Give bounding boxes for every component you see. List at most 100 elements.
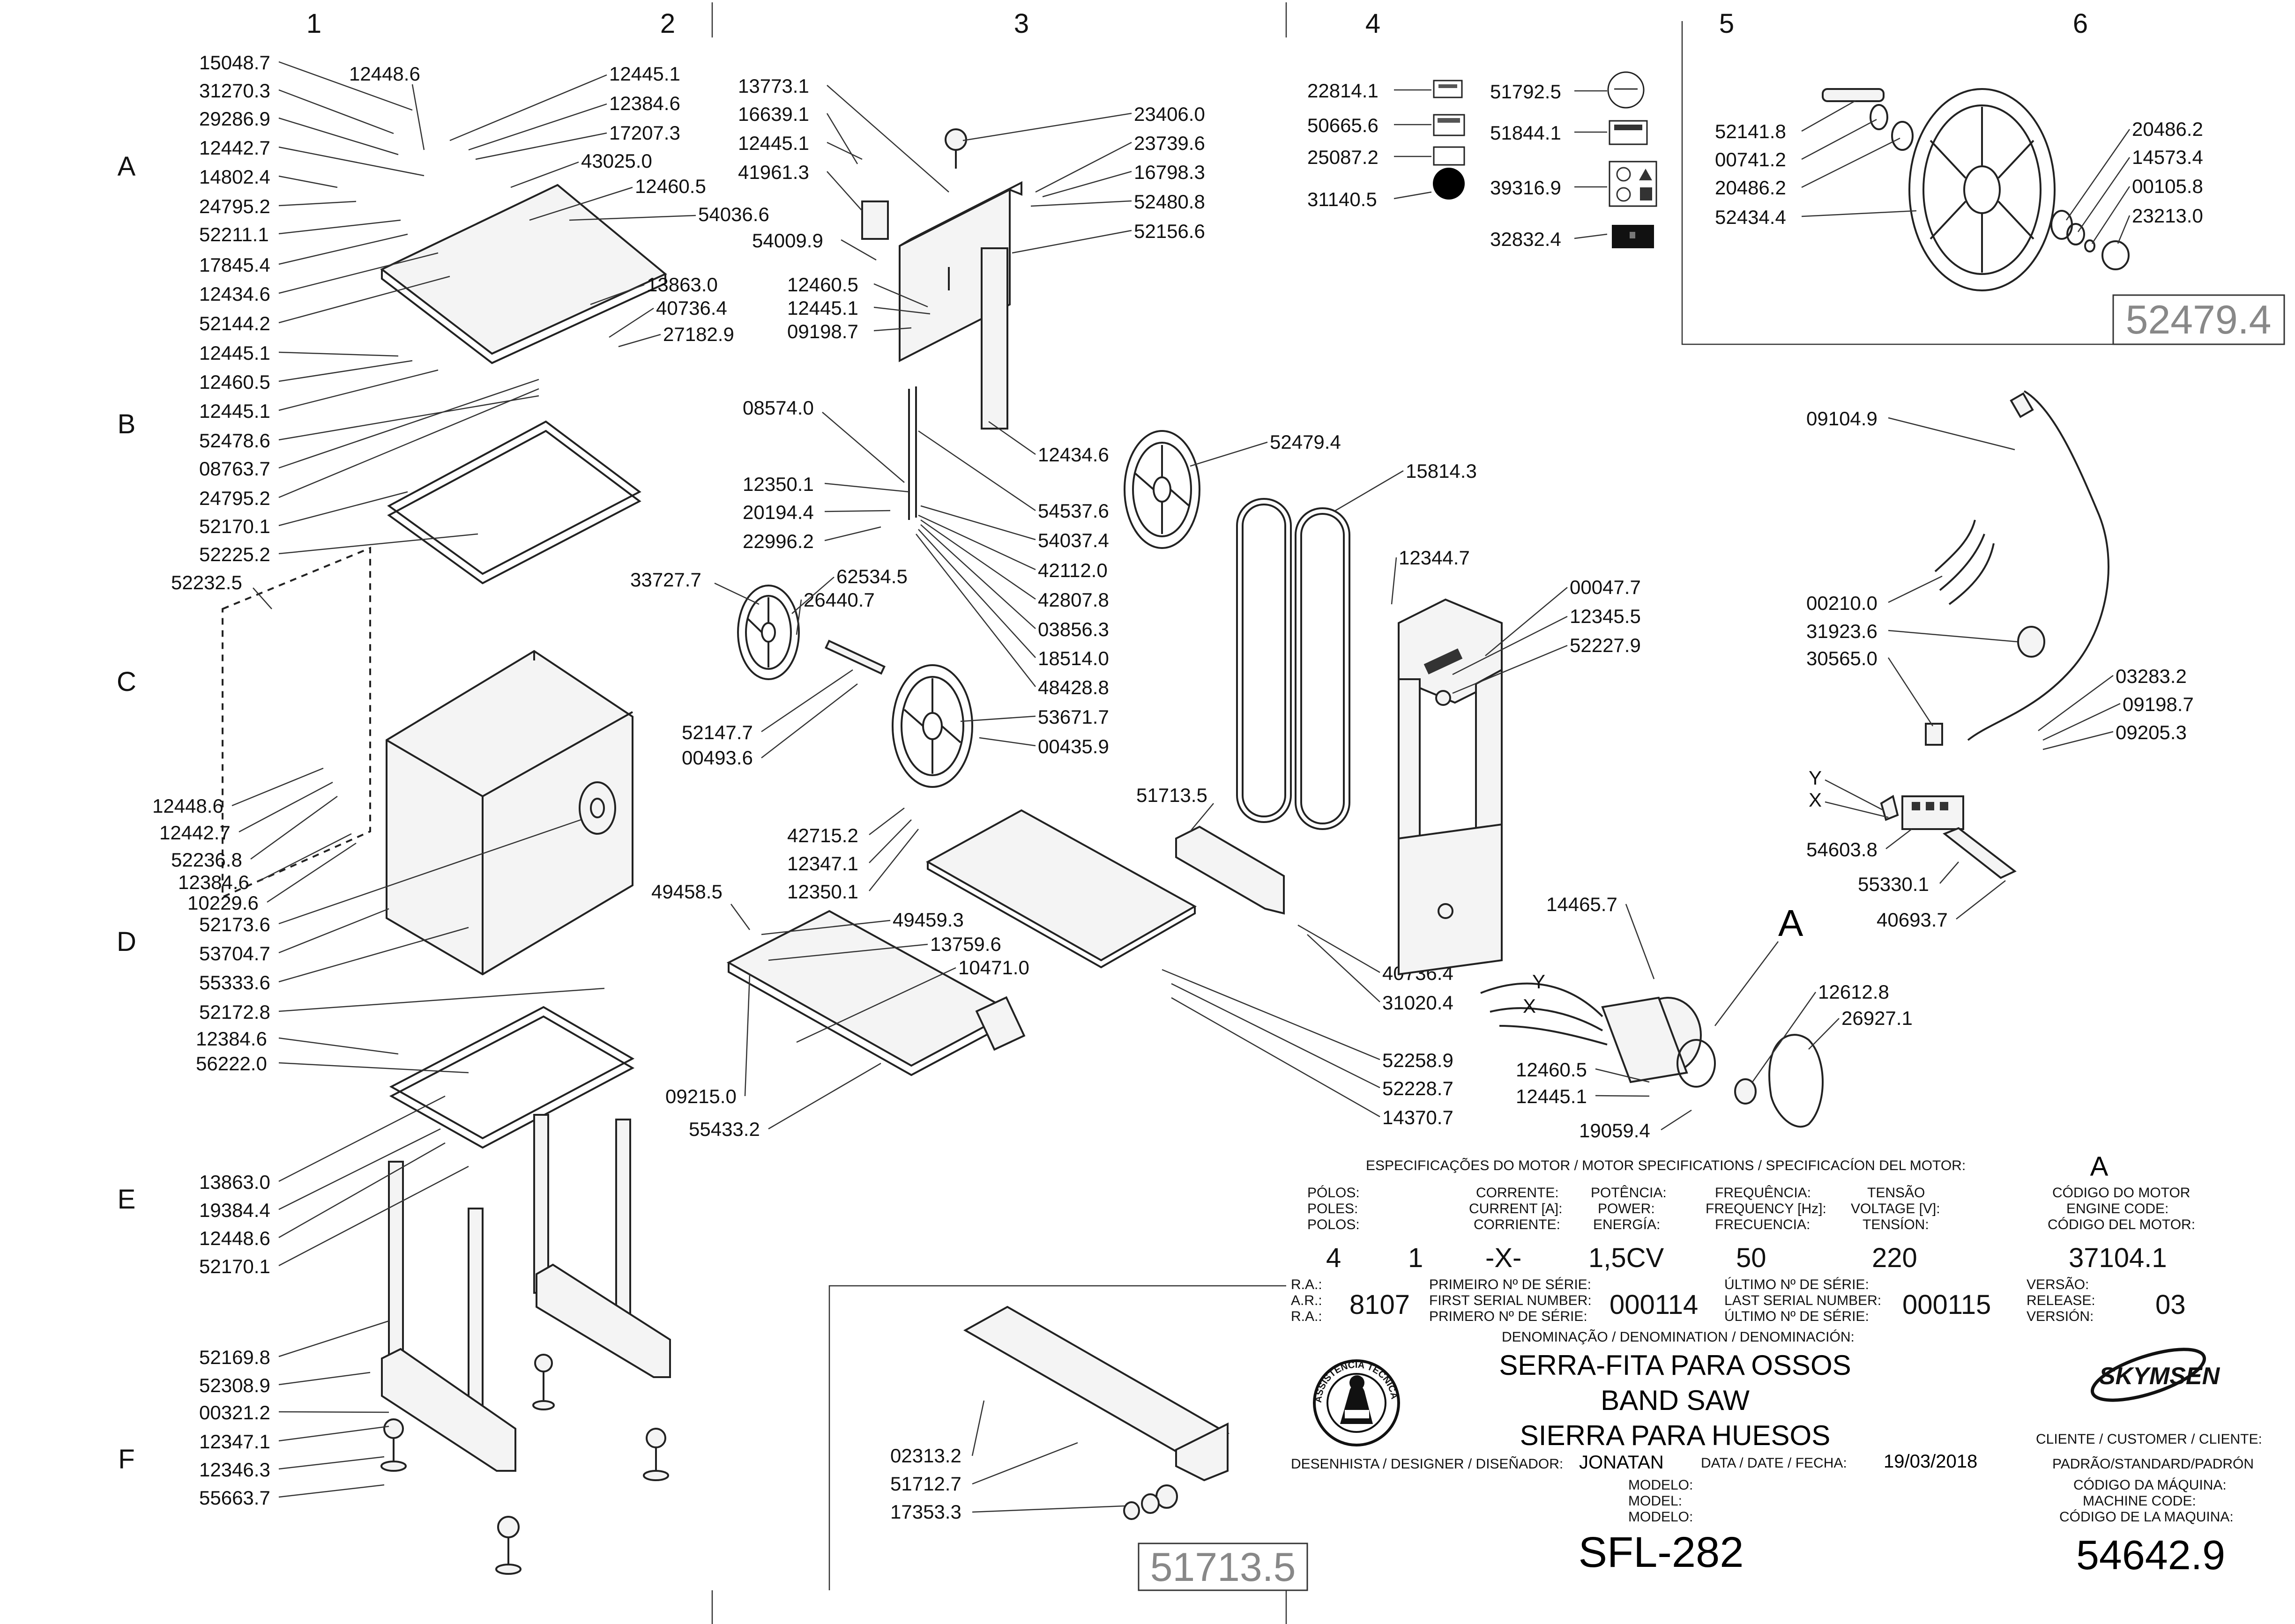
power-label: POWER:	[1598, 1201, 1655, 1216]
decal-blank-icon	[1433, 146, 1465, 166]
callout-label: 12448.6	[349, 63, 420, 85]
callout-label: 13863.0	[199, 1171, 270, 1193]
date-label: DATA / DATE / FECHA:	[1701, 1455, 1847, 1471]
decal-warning-icon	[1609, 120, 1648, 145]
decal-label-icon	[1433, 80, 1463, 98]
lower-wheels-drawing	[737, 585, 973, 788]
model-label: MODELO:	[1628, 1509, 1693, 1525]
callout-label: 14370.7	[1382, 1106, 1453, 1128]
callout-label: 13773.1	[738, 75, 809, 97]
callout-label: 62534.5	[836, 565, 908, 587]
brand-name: SKYMSEN	[2099, 1363, 2220, 1390]
callout-label: 00321.2	[199, 1402, 270, 1424]
decal-round-logo-icon	[1607, 71, 1645, 109]
callout-label: 12346.3	[199, 1459, 270, 1481]
callout-label: 43025.0	[581, 150, 652, 172]
callout-label: 52232.5	[171, 571, 242, 593]
callout-label: 12448.6	[199, 1227, 270, 1249]
electrical-y-label: Y	[1809, 767, 1822, 789]
callout-label: 52211.1	[199, 223, 269, 245]
power-label: POTÊNCIA:	[1591, 1185, 1667, 1201]
current-label: CORRIENTE:	[1474, 1217, 1560, 1232]
callout-label: 51712.7	[890, 1473, 961, 1495]
grid-rows: A B C D E F	[117, 151, 136, 1475]
callout-label: 20194.4	[743, 501, 814, 523]
first-serial-label: PRIMERO Nº DE SÉRIE:	[1429, 1309, 1587, 1324]
callout-label: 12350.1	[743, 473, 814, 495]
callout-label: 03283.2	[2116, 665, 2187, 687]
version-label: RELEASE:	[2027, 1293, 2095, 1308]
motor-drawing	[1480, 982, 1824, 1128]
poles-label: PÓLOS:	[1307, 1185, 1360, 1201]
callout-label: 54009.9	[752, 230, 823, 252]
engine-code-label: ENGINE CODE:	[2066, 1201, 2168, 1216]
grid-col-label: 4	[1365, 8, 1380, 39]
callouts-motor: 14465.7 A 12460.5 12445.1 19059.4 12612.…	[1516, 893, 1913, 1142]
callout-label: 52144.2	[199, 312, 270, 334]
callout-label: 51844.1	[1490, 122, 1561, 144]
callout-label: 00210.0	[1806, 592, 1878, 614]
grid-row-label: B	[118, 409, 136, 439]
callout-label: 12445.1	[787, 297, 858, 319]
callout-label: 00105.8	[2132, 175, 2203, 197]
skymsen-logo-icon: SKYMSEN	[2090, 1348, 2220, 1402]
electrical-x-label: X	[1809, 789, 1822, 811]
callout-label: 54037.4	[1038, 529, 1109, 551]
callout-label: 14573.4	[2132, 146, 2203, 168]
callout-label: 13759.6	[930, 933, 1001, 955]
callout-label: 53671.7	[1038, 706, 1109, 728]
callout-label: 12445.1	[738, 132, 809, 154]
callout-label: 12460.5	[635, 175, 706, 197]
callout-label: 19059.4	[1579, 1120, 1650, 1142]
last-serial-value: 000115	[1902, 1290, 1991, 1320]
callout-label: 32832.4	[1490, 228, 1561, 250]
designer-value: JONATAN	[1579, 1452, 1664, 1473]
callout-label: 52480.8	[1134, 191, 1205, 213]
motor-spec-block: ESPECIFICAÇÕES DO MOTOR / MOTOR SPECIFIC…	[1307, 1151, 2195, 1273]
callout-label: 10229.6	[187, 892, 259, 914]
callout-label: 52172.8	[199, 1001, 270, 1023]
grid-col-label: 5	[1719, 8, 1734, 39]
machine-code-label: CÓDIGO DA MÁQUINA:	[2073, 1477, 2227, 1493]
callout-label: 31140.5	[1307, 188, 1377, 210]
callout-label: 02313.2	[890, 1445, 961, 1467]
callout-label: 50665.6	[1307, 114, 1378, 136]
callout-label: 54603.8	[1806, 838, 1878, 860]
callout-label: 42715.2	[787, 824, 858, 846]
grid-col-label: 3	[1014, 8, 1029, 39]
callout-label: 52479.4	[1270, 431, 1341, 453]
voltage-label: VOLTAGE [V]:	[1851, 1201, 1940, 1216]
motor-spec-title: ESPECIFICAÇÕES DO MOTOR / MOTOR SPECIFIC…	[1366, 1157, 1966, 1173]
denomination-line: SERRA-FITA PARA OSSOS	[1499, 1350, 1851, 1381]
frequency-label: FREQUENCY [Hz]:	[1706, 1201, 1826, 1216]
callout-label: 12460.5	[1516, 1059, 1587, 1081]
callout-label: 39316.9	[1490, 177, 1561, 199]
grid-row-label: A	[118, 151, 136, 182]
fence-detail-box: 51713.5 02313.2 51712.7 17353.3	[828, 1285, 1308, 1591]
callout-label: 52228.7	[1382, 1077, 1453, 1099]
callout-label: 48428.8	[1038, 676, 1109, 698]
callout-label: 10471.0	[958, 957, 1029, 979]
grid-row-label: E	[118, 1184, 136, 1215]
callout-label: 55663.7	[199, 1487, 270, 1509]
detail-box-code: 52479.4	[2126, 297, 2272, 342]
callout-label: 12384.6	[609, 92, 680, 114]
callout-label: 31020.4	[1382, 992, 1453, 1014]
callout-label: 17845.4	[199, 254, 270, 276]
cabinet-assembly-drawing	[222, 184, 671, 1575]
callout-label: 52258.9	[1382, 1049, 1453, 1071]
motor-spec-letter: A	[2090, 1151, 2109, 1182]
callout-label: 16639.1	[738, 103, 809, 125]
ra-value: 8107	[1349, 1290, 1410, 1320]
callout-label: 42112.0	[1038, 559, 1108, 581]
upper-wheel-drawing	[1124, 430, 1200, 549]
sliding-table-drawing	[726, 809, 1285, 1076]
callout-label: 52169.8	[199, 1346, 270, 1368]
callout-label: 56222.0	[196, 1053, 267, 1075]
callout-label: 25087.2	[1307, 146, 1378, 168]
callout-label: 23406.0	[1134, 103, 1205, 125]
grid-row-label: C	[117, 667, 136, 697]
callout-label: 52170.1	[199, 1255, 270, 1277]
callout-label: 17207.3	[609, 122, 680, 144]
